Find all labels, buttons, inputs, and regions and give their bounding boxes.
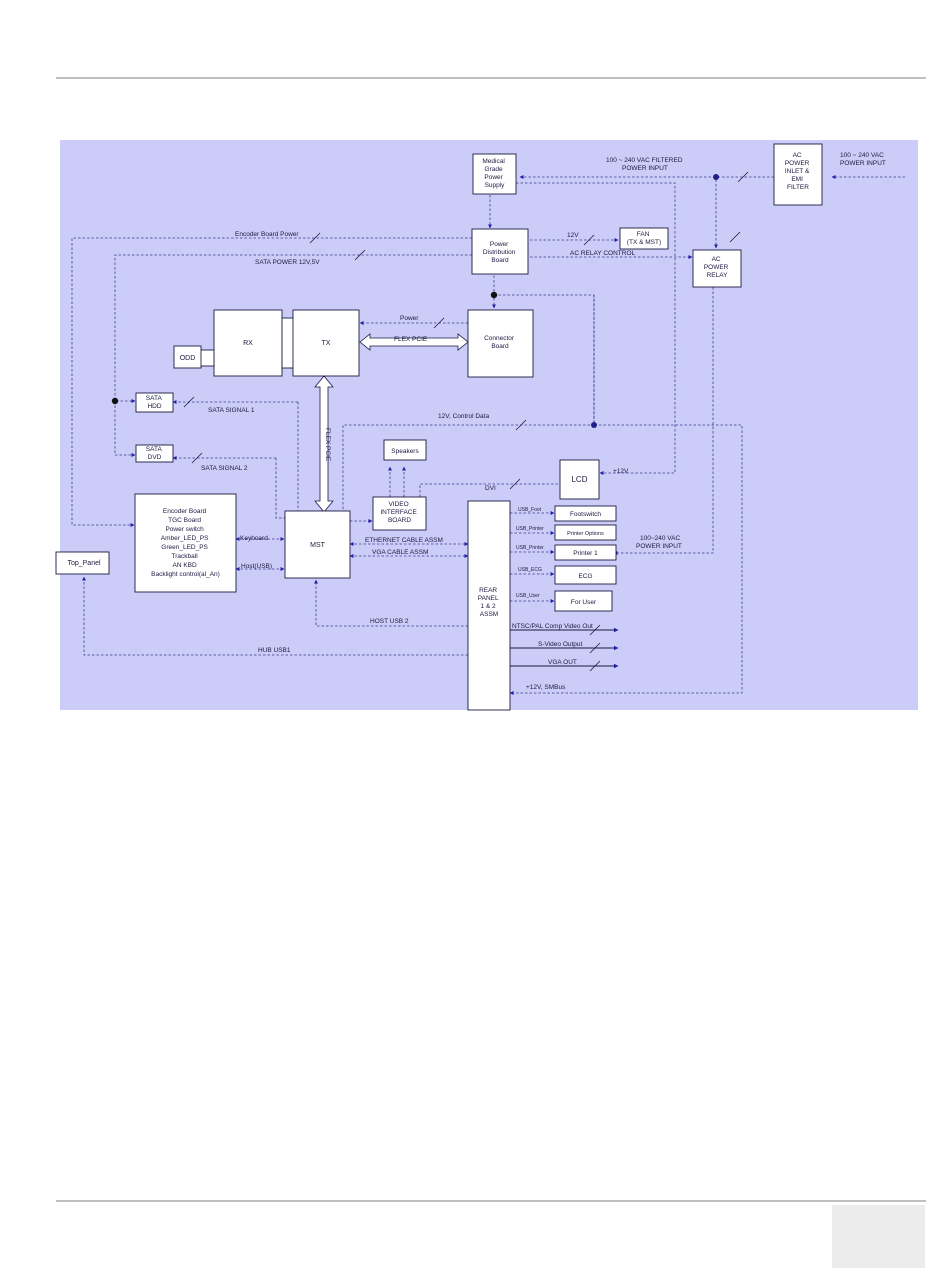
usb-ecg-label: USB_ECG [518, 567, 542, 573]
block-connector [467, 309, 534, 378]
ac-filtered-label: 100 ~ 240 VAC FILTERED POWER INPUT [606, 157, 684, 172]
printer1-label: Printer 1 [573, 550, 598, 557]
block-top-panel [55, 551, 110, 575]
footswitch-label: Footswitch [570, 511, 601, 518]
ac-in-label: 100 ~ 240 VAC POWER INPUT [840, 152, 886, 167]
speakers-label: Speakers [391, 448, 419, 455]
bus-slashes [183, 171, 749, 672]
v12-fan-label: 12V [567, 232, 579, 239]
junction-dots [111, 174, 719, 428]
block-mst [284, 510, 351, 579]
usb-foot-label: USB_Foot [518, 507, 542, 513]
sata-dvd-label: SATA DVD [146, 446, 163, 461]
hub-usb-label: HUB USB1 [258, 647, 291, 654]
odd-label: ODD [180, 355, 196, 362]
block-encoder [134, 493, 237, 593]
keyboard-label: Keyboard [240, 535, 268, 542]
system-block-diagram: Medical Grade Power Supply AC POWER INLE… [55, 140, 918, 711]
block-sata-hdd [135, 392, 174, 413]
block-rear-panel [467, 500, 511, 711]
block-medical-psu [472, 153, 517, 195]
block-odd-connector [199, 349, 215, 367]
block-rx-tx-bridge [281, 317, 295, 369]
rx-label: RX [243, 340, 253, 347]
usb-user-label: USB_User [516, 593, 540, 599]
block-ecg [554, 565, 617, 585]
video-interface-label: VIDEO INTERFACE BOARD [380, 501, 418, 524]
printer-options-label: Printer Options [567, 531, 604, 537]
medical-psu-label: Medical Grade Power Supply [482, 158, 506, 189]
svideo-label: S-Video Output [538, 641, 583, 648]
video-output-lines [510, 627, 619, 669]
ethernet-label: ETHERNET CABLE ASSM [365, 537, 443, 544]
control-data-label: 12V, Control Data [438, 413, 489, 420]
connector-label: Connector Board [484, 335, 516, 350]
block-printer1 [554, 544, 617, 561]
rear-panel-label: REAR PANEL 1 & 2 ASSM [478, 587, 500, 618]
top-panel-label: Top_Panel [67, 560, 101, 567]
ac-out-label: 100~240 VAC POWER INPUT [636, 535, 682, 550]
power-label: Power [400, 315, 419, 322]
header-rule [56, 77, 926, 79]
block-speakers [383, 439, 427, 461]
encoder-label: Encoder Board TGC Board Power switch Amb… [151, 508, 220, 578]
dvi-label: DVI [485, 485, 496, 492]
block-labels: Medical Grade Power Supply AC POWER INLE… [67, 152, 811, 618]
page-number-box [832, 1205, 925, 1268]
block-video-interface [372, 496, 427, 531]
block-fan [619, 227, 669, 250]
block-rx [213, 309, 283, 377]
ecg-label: ECG [578, 573, 592, 580]
block-power-distribution [471, 228, 529, 275]
tx-label: TX [322, 340, 331, 347]
block-lcd [559, 459, 600, 500]
for-user-label: For User [571, 599, 597, 606]
host-usb-left-label: Host(USB) [241, 563, 272, 570]
sata-signal-1-label: SATA SIGNAL 1 [208, 407, 255, 414]
smbus-label: +12V, SMBus [526, 684, 566, 691]
lcd-label: LCD [571, 475, 587, 484]
fan-label: FAN (TX & MST) [627, 231, 661, 246]
sata-signal-2-label: SATA SIGNAL 2 [201, 465, 248, 472]
usb-printer-label: USB_Printer [516, 526, 544, 532]
block-sata-dvd [135, 444, 174, 463]
plus12v-label: +12V [613, 468, 629, 475]
block-for-user [554, 590, 613, 612]
ac-inlet-label: AC POWER INLET & EMI FILTER [785, 152, 811, 191]
block-odd [173, 345, 202, 369]
flex-pcie-vertical-label: FLEX PCIE [324, 428, 331, 462]
mst-label: MST [310, 542, 326, 549]
block-tx [292, 309, 360, 377]
sata-hdd-label: SATA HDD [146, 395, 163, 410]
blocks [55, 143, 823, 711]
sata-power-label: SATA POWER 12V,5V [255, 259, 320, 266]
block-footswitch [554, 505, 617, 522]
encoder-power-label: Encoder Board Power [235, 231, 299, 238]
usb-printer2-label: USB_Printer [516, 545, 544, 551]
block-printer-options [554, 524, 617, 541]
ac-relay-control-label: AC RELAY CONTROL [570, 250, 636, 257]
signal-labels: 100 ~ 240 VAC POWER INPUT 100 ~ 240 VAC … [201, 152, 886, 691]
ntsc-label: NTSC/PAL Comp Video Out [512, 623, 593, 630]
footer-rule [56, 1200, 926, 1202]
block-ac-relay [692, 249, 742, 288]
block-ac-inlet [773, 143, 823, 206]
ac-relay-label: AC POWER RELAY [704, 256, 730, 279]
usb-tiny-labels: USB_Foot USB_Printer USB_Printer USB_ECG… [516, 507, 544, 599]
vga-out-label: VGA OUT [548, 659, 577, 666]
power-distribution-label: Power Distribution Board [483, 241, 517, 264]
vga-cable-label: VGA CABLE ASSM [372, 549, 428, 556]
host-usb-label: HOST USB 2 [370, 618, 409, 625]
flex-pcie-label: FLEX PCIE [394, 336, 428, 343]
